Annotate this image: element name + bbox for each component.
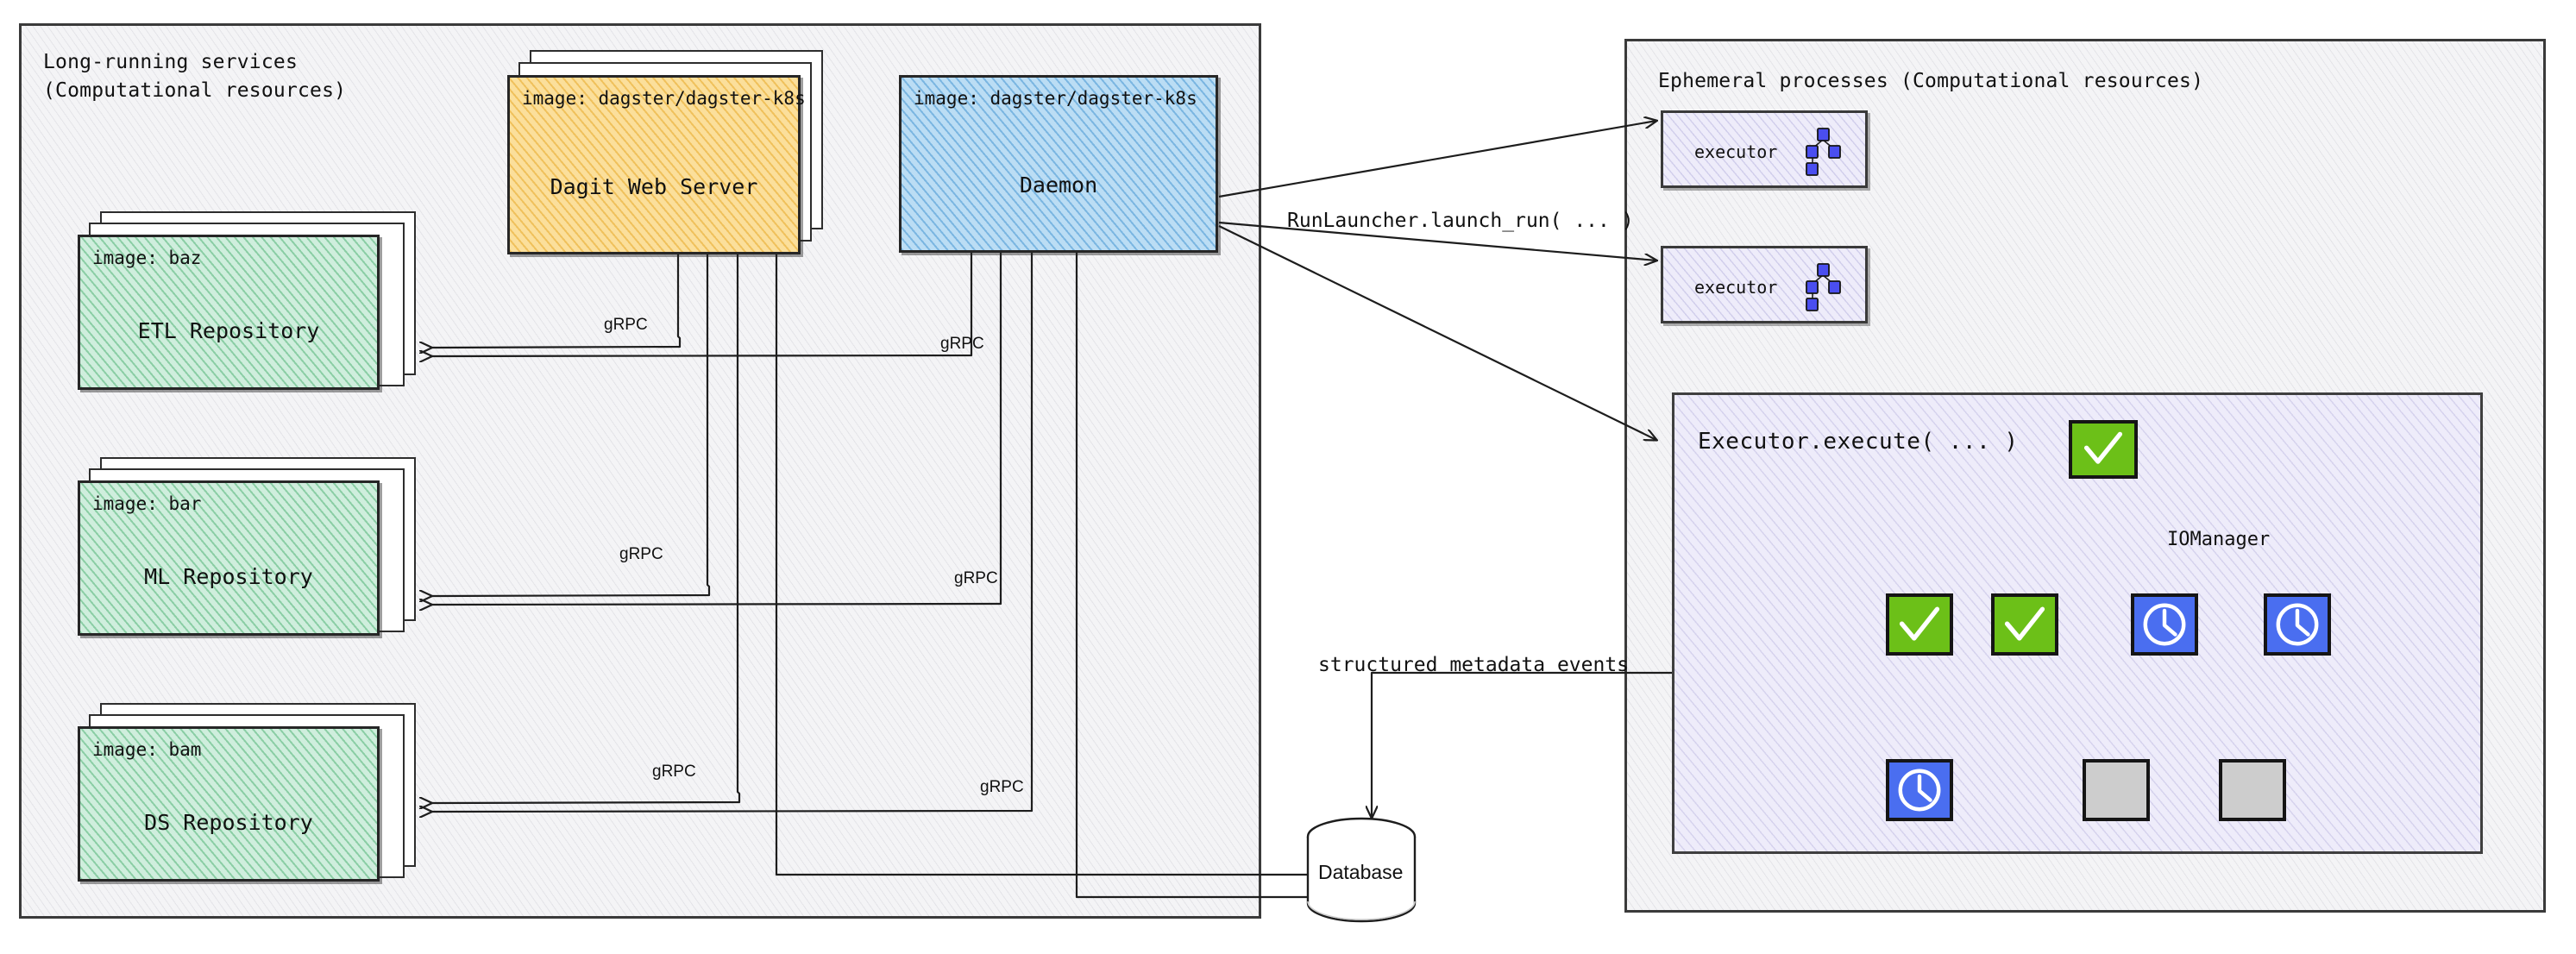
etl-name-label: ETL Repository xyxy=(137,318,320,343)
check-icon xyxy=(2004,606,2045,641)
check-icon xyxy=(2083,431,2123,464)
dagit-web-server-stack: image: dagster/dagster-k8s Dagit Web Ser… xyxy=(507,50,835,257)
dagit-image-label: image: dagster/dagster-k8s xyxy=(522,88,806,109)
ds-image-label: image: bam xyxy=(92,739,202,760)
clock-icon xyxy=(2276,603,2319,646)
iomanager-label: IOManager xyxy=(2167,529,2271,550)
run-launcher-label: RunLauncher.launch_run( ... ) xyxy=(1287,210,1634,232)
dagit-name-label: Dagit Web Server xyxy=(550,174,758,199)
grpc-label-5: gRPC xyxy=(652,763,696,781)
executor-label-1: executor xyxy=(1694,141,1778,162)
executor-box-1[interactable]: executor xyxy=(1661,110,1868,188)
check-icon xyxy=(1899,606,1940,641)
daemon-image-label: image: dagster/dagster-k8s xyxy=(914,88,1197,109)
daemon-card[interactable]: image: dagster/dagster-k8s Daemon xyxy=(899,75,1218,253)
dag-node-5-pending[interactable] xyxy=(1886,759,1953,821)
ds-repository-card[interactable]: image: bam DS Repository xyxy=(78,726,380,882)
dagit-web-server-card[interactable]: image: dagster/dagster-k8s Dagit Web Ser… xyxy=(507,75,806,254)
clock-icon xyxy=(1898,769,1941,812)
dag-node-7-idle[interactable] xyxy=(2219,759,2286,821)
dag-node-root-success[interactable] xyxy=(2069,420,2138,479)
dag-node-3-pending[interactable] xyxy=(2131,593,2198,656)
grpc-label-4: gRPC xyxy=(954,569,998,587)
dag-node-6-idle[interactable] xyxy=(2083,759,2150,821)
daemon-stack: image: dagster/dagster-k8s Daemon xyxy=(899,75,1227,260)
daemon-name-label: Daemon xyxy=(1019,173,1098,198)
grpc-label-1: gRPC xyxy=(604,316,648,334)
dag-node-2-success[interactable] xyxy=(1991,593,2058,656)
database-label: Database xyxy=(1318,861,1404,883)
database-shape xyxy=(1306,817,1417,923)
etl-repository-card[interactable]: image: baz ETL Repository xyxy=(78,235,380,390)
database-cylinder[interactable]: Database xyxy=(1301,815,1422,927)
clock-icon xyxy=(2143,603,2186,646)
executor-dag-icon xyxy=(1806,263,1841,311)
dag-node-1-success[interactable] xyxy=(1886,593,1953,656)
ml-repository-card[interactable]: image: bar ML Repository xyxy=(78,480,380,636)
long-running-services-title: Long-running services (Computational res… xyxy=(43,51,347,103)
ml-image-label: image: bar xyxy=(92,493,202,514)
ds-repository-stack: image: bam DS Repository xyxy=(78,703,440,893)
ephemeral-processes-title: Ephemeral processes (Computational resou… xyxy=(1658,70,2204,92)
executor-label-2: executor xyxy=(1694,277,1778,298)
etl-image-label: image: baz xyxy=(92,248,202,268)
dag-node-4-pending[interactable] xyxy=(2264,593,2331,656)
ml-name-label: ML Repository xyxy=(144,564,313,589)
grpc-label-2: gRPC xyxy=(940,335,984,353)
structured-metadata-label: structured metadata events xyxy=(1318,654,1630,676)
executor-box-2[interactable]: executor xyxy=(1661,246,1868,323)
etl-repository-stack: image: baz ETL Repository xyxy=(78,211,440,401)
executor-execute-title: Executor.execute( ... ) xyxy=(1698,429,2019,455)
grpc-label-6: gRPC xyxy=(980,778,1024,796)
ml-repository-stack: image: bar ML Repository xyxy=(78,457,440,647)
ds-name-label: DS Repository xyxy=(144,810,313,835)
executor-dag-icon xyxy=(1806,128,1841,176)
grpc-label-3: gRPC xyxy=(619,545,663,563)
